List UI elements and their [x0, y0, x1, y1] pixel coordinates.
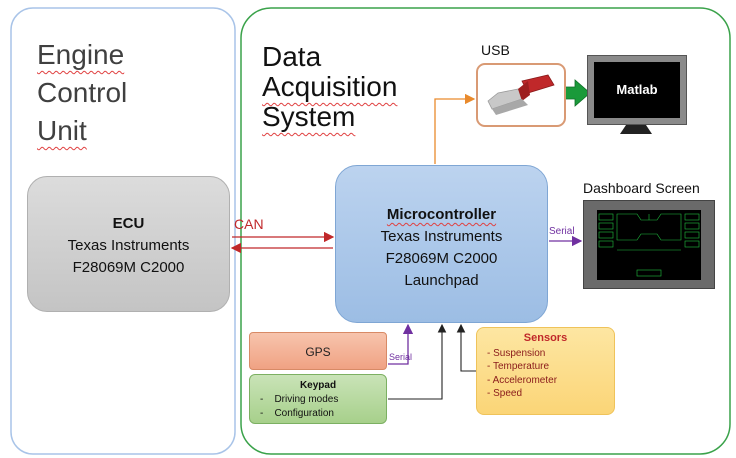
sensors-item: - Accelerometer	[487, 374, 558, 386]
ecu-region-label-line-2: Control	[37, 77, 128, 108]
serial-gps-label: Serial	[389, 352, 413, 362]
ecu-region-outline	[10, 7, 236, 455]
microcontroller-line-2: F28069M C2000	[385, 250, 498, 267]
usb-drive-icon	[487, 74, 555, 115]
sensors-item: - Temperature	[487, 361, 550, 372]
ecu-line-1: Texas Instruments	[67, 237, 190, 254]
matlab-label: Matlab	[594, 62, 680, 118]
dashboard-ui-graphic	[598, 213, 700, 277]
daq-region-outline	[240, 7, 731, 455]
microcontroller-title: Microcontroller	[386, 206, 497, 223]
matlab-monitor: Matlab	[587, 55, 687, 125]
can-label: CAN	[234, 216, 264, 232]
dashboard-display	[597, 210, 701, 280]
dashboard-label: Dashboard Screen	[583, 180, 700, 196]
usb-label: USB	[481, 42, 510, 58]
keypad-title: Keypad	[299, 380, 337, 391]
gps-box: GPS	[249, 332, 387, 370]
sensors-item: - Speed	[487, 388, 523, 399]
daq-region-label-line-2: Acquisition	[262, 71, 398, 102]
sensors-title: Sensors	[523, 332, 568, 344]
ecu-box: ECU Texas Instruments F28069M C2000	[27, 176, 230, 312]
keypad-item: - Configuration	[260, 408, 334, 419]
daq-region-label-line-1: Data	[262, 41, 322, 72]
dashboard-screen	[583, 200, 715, 289]
keypad-box: Keypad - Driving modes - Configuration	[249, 374, 387, 424]
keypad-item: - Driving modes	[260, 394, 339, 405]
microcontroller-line-3: Launchpad	[404, 272, 479, 289]
usb-arrow	[434, 93, 476, 164]
ecu-title: ECU	[112, 215, 145, 232]
gps-label: GPS	[305, 345, 331, 359]
gps-serial-arrow	[388, 323, 414, 365]
sensors-item: - Suspension	[487, 347, 546, 359]
monitor-stand	[620, 125, 652, 134]
ecu-region-label: Engine Control Unit	[37, 36, 127, 150]
serial-dashboard-label: Serial	[549, 226, 575, 237]
sensors-arrow	[456, 323, 476, 372]
microcontroller-line-1: Texas Instruments	[380, 228, 503, 245]
keypad-arrow	[388, 323, 447, 400]
microcontroller-box: Microcontroller Texas Instruments F28069…	[335, 165, 548, 323]
daq-region-label-line-3: System	[262, 101, 356, 132]
ecu-region-label-line-1: Engine	[37, 39, 125, 70]
sensors-box: Sensors - Suspension - Temperature - Acc…	[476, 327, 615, 415]
ecu-region-label-line-3: Unit	[37, 115, 87, 146]
ecu-line-2: F28069M C2000	[72, 259, 185, 276]
daq-region-label: Data Acquisition System	[262, 42, 397, 132]
usb-drive-frame	[476, 63, 566, 127]
